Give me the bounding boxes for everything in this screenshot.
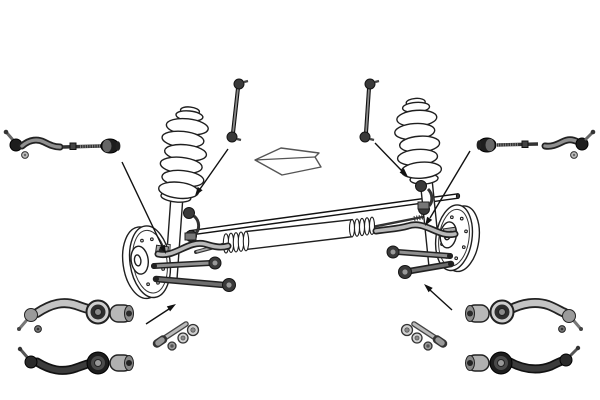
tie-rod-right [476,129,596,159]
control-arm-lower-left [17,346,110,375]
control-arm-upper-right [489,297,583,333]
bushing-upper-right [465,304,490,323]
stabilizer-link-right [359,78,380,143]
rack-bellows-right [348,216,376,238]
stabilizer-link-installed-right [415,180,434,215]
bushing-lower-right [465,354,490,372]
bushing-upper-left [109,304,134,323]
brake-disc-left [121,225,172,300]
pointer-arrow-right-knuckle [425,150,471,226]
pointer-arrows [121,142,471,325]
tie-rod-installed-right [372,221,459,239]
pointer-arrow-left-strut [195,148,229,196]
mounting-hardware-left [152,321,200,351]
ball-joint-icon [575,137,589,151]
bushing-lower-left [109,354,134,372]
pointer-arrow-right-arm [424,284,453,311]
pointer-arrow-right-strut [374,142,408,177]
direction-arrow [254,147,322,176]
tie-rod-installed-left [154,239,232,259]
control-arm-upper-left [17,298,111,333]
stabilizer-link-installed-left [183,207,201,242]
coil-spring-icon [158,106,209,203]
strut-right [394,97,443,268]
pointer-arrow-left-knuckle [121,161,166,254]
control-arm-lower-right [489,345,581,375]
pointer-arrow-left-arm [145,304,176,325]
hub-links-right [386,245,455,279]
hub-links-left [151,256,236,292]
mounting-hardware-right [400,321,448,351]
stabilizer-bar [188,193,461,236]
tie-rod-left [3,129,121,159]
stabilizer-link-left [226,78,249,143]
